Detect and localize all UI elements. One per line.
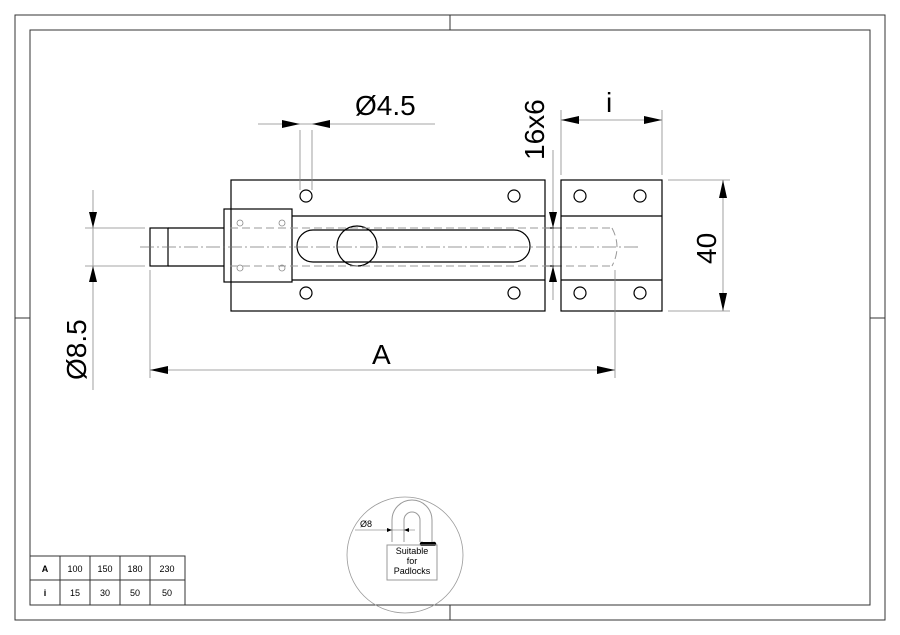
dim-A-label: A [372, 339, 391, 370]
dimension-i [560, 110, 663, 175]
badge-line-3: Padlocks [394, 566, 431, 576]
row-header-A: A [42, 564, 49, 574]
dim-hole-label: Ø4.5 [355, 90, 416, 121]
dim-bolt-diameter-label: Ø8.5 [61, 319, 92, 380]
bolt-knob [336, 225, 378, 267]
cell: 50 [162, 588, 172, 598]
keeper [560, 179, 663, 312]
dim-i-label: i [606, 87, 612, 118]
dimension-40 [668, 179, 730, 312]
shackle-diameter-label: Ø8 [360, 519, 372, 529]
dimension-A [149, 270, 616, 378]
dimension-hole [258, 120, 435, 190]
cell: 50 [130, 588, 140, 598]
dim-section-label: 16x6 [519, 99, 550, 160]
cell: 30 [100, 588, 110, 598]
bolt-collar [223, 208, 293, 283]
badge-line-1: Suitable [396, 546, 429, 556]
dimension-section [549, 150, 557, 300]
size-table: A 100 150 180 230 i 15 30 50 50 [29, 555, 186, 606]
bolt-plate [230, 179, 546, 312]
cell: 150 [97, 564, 112, 574]
badge-line-2: for [407, 556, 418, 566]
drawing-frame [14, 14, 886, 621]
padlock-badge: Ø8 Suitable for Padlocks [346, 496, 464, 614]
dimension-bolt-diameter [85, 190, 145, 390]
cell: 180 [127, 564, 142, 574]
dim-height-label: 40 [691, 233, 722, 264]
bolt-rod [140, 227, 640, 267]
row-header-i: i [44, 588, 47, 598]
cell: 230 [159, 564, 174, 574]
cell: 100 [67, 564, 82, 574]
cell: 15 [70, 588, 80, 598]
